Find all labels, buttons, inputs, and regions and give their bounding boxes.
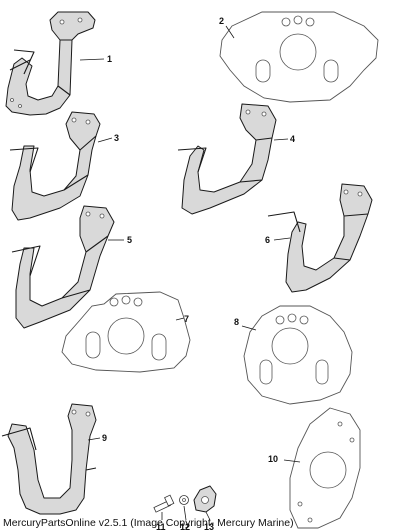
callout-3: 3 <box>97 133 119 143</box>
callout-9: 9 <box>87 433 107 443</box>
callout-number-2: 2 <box>219 16 224 26</box>
copyright-footer: MercuryPartsOnline v2.5.1 (Image Copyrig… <box>3 517 294 529</box>
callout-12: 12 <box>180 505 190 532</box>
callout-13: 13 <box>204 511 214 532</box>
callout-number-1: 1 <box>107 54 112 64</box>
callout-number-9: 9 <box>102 433 107 443</box>
part-10-plate[interactable] <box>289 407 361 529</box>
part-13-clamp[interactable] <box>193 485 217 513</box>
part-2-plate[interactable] <box>219 11 379 103</box>
part-4-bracket[interactable] <box>177 103 277 215</box>
part-8-plate[interactable] <box>243 305 353 405</box>
callout-6: 6 <box>265 235 291 245</box>
callout-number-6: 6 <box>265 235 270 245</box>
part-12-washer[interactable] <box>179 495 189 505</box>
callout-number-7: 7 <box>184 314 189 324</box>
part-7-plate[interactable] <box>61 291 191 373</box>
callout-number-5: 5 <box>127 235 132 245</box>
callout-number-10: 10 <box>268 454 278 464</box>
part-3-bracket[interactable] <box>9 111 101 221</box>
part-9-bracket[interactable] <box>1 403 97 515</box>
callout-number-4: 4 <box>290 134 295 144</box>
callout-number-12: 12 <box>180 522 190 532</box>
part-5-bracket[interactable] <box>11 205 115 329</box>
callout-number-8: 8 <box>234 317 239 327</box>
callout-8: 8 <box>234 317 257 331</box>
callout-5: 5 <box>108 235 132 245</box>
callout-2: 2 <box>219 16 235 39</box>
callout-number-3: 3 <box>114 133 119 143</box>
callout-number-11: 11 <box>156 522 166 532</box>
part-11-bolt[interactable] <box>153 494 175 513</box>
callout-4: 4 <box>273 134 295 144</box>
callout-7: 7 <box>175 314 189 324</box>
callout-number-13: 13 <box>204 522 214 532</box>
callout-1: 1 <box>79 54 112 64</box>
callout-11: 11 <box>156 512 166 532</box>
part-6-bracket[interactable] <box>267 183 373 293</box>
callout-10: 10 <box>268 454 301 464</box>
part-1-bracket[interactable] <box>5 11 96 116</box>
